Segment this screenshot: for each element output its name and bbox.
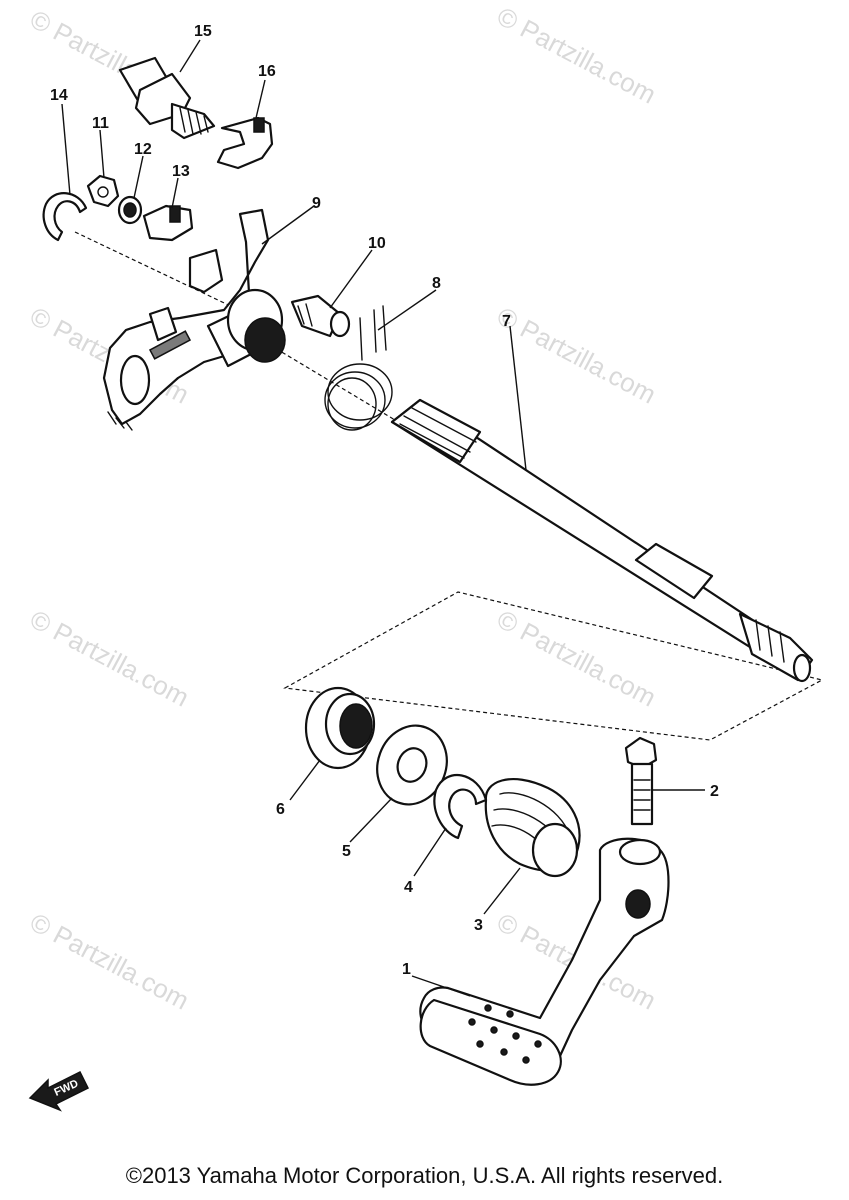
callout-16: 16	[258, 63, 276, 80]
pedal-rubber-studs	[468, 1004, 542, 1064]
part-3-boot	[484, 778, 581, 878]
part-2-bolt	[624, 736, 658, 826]
callout-5: 5	[342, 843, 351, 860]
callout-numbers: 15 16 14 11 12 13 9 10 8 7 2 6 5 4 3 1	[50, 23, 719, 978]
leader-lines	[61, 39, 705, 997]
callout-7: 7	[502, 313, 511, 330]
callout-10: 10	[368, 235, 386, 252]
part-16-clip	[216, 116, 274, 170]
part-5-washer	[376, 724, 448, 806]
part-10-pin	[290, 294, 351, 338]
callout-1: 1	[402, 961, 411, 978]
watermark: © Partzilla.com	[25, 907, 194, 1016]
copyright-notice: ©2013 Yamaha Motor Corporation, U.S.A. A…	[125, 1163, 724, 1188]
part-9-collar	[206, 288, 286, 368]
part-11-nut	[86, 174, 120, 208]
callout-8: 8	[432, 275, 441, 292]
part-12-washer	[117, 195, 143, 225]
part-13-stopper	[142, 204, 194, 242]
callout-11: 11	[92, 115, 109, 132]
watermark: © Partzilla.com	[492, 1, 661, 110]
part-1-shift-pedal	[419, 837, 670, 1086]
part-15-stud	[118, 56, 216, 140]
callout-9: 9	[312, 195, 321, 212]
fwd-arrow-icon: FWD	[28, 1070, 90, 1112]
part-7-shift-shaft	[390, 398, 814, 683]
part-9-shift-arm	[102, 208, 270, 431]
part-14-circlip	[42, 192, 88, 242]
callout-3: 3	[474, 917, 483, 934]
part-4-circlip	[433, 773, 488, 840]
part-6-oil-seal	[304, 686, 376, 770]
watermark: © Partzilla.com	[492, 604, 661, 713]
callout-13: 13	[172, 163, 190, 180]
part-8-spring	[324, 305, 393, 431]
callout-14: 14	[50, 87, 68, 104]
callout-6: 6	[276, 801, 285, 818]
callout-2: 2	[710, 783, 719, 800]
callout-4: 4	[404, 879, 413, 896]
assembly-lines	[74, 231, 824, 741]
callout-12: 12	[134, 141, 152, 158]
watermark: © Partzilla.com	[25, 604, 194, 713]
callout-15: 15	[194, 23, 212, 40]
